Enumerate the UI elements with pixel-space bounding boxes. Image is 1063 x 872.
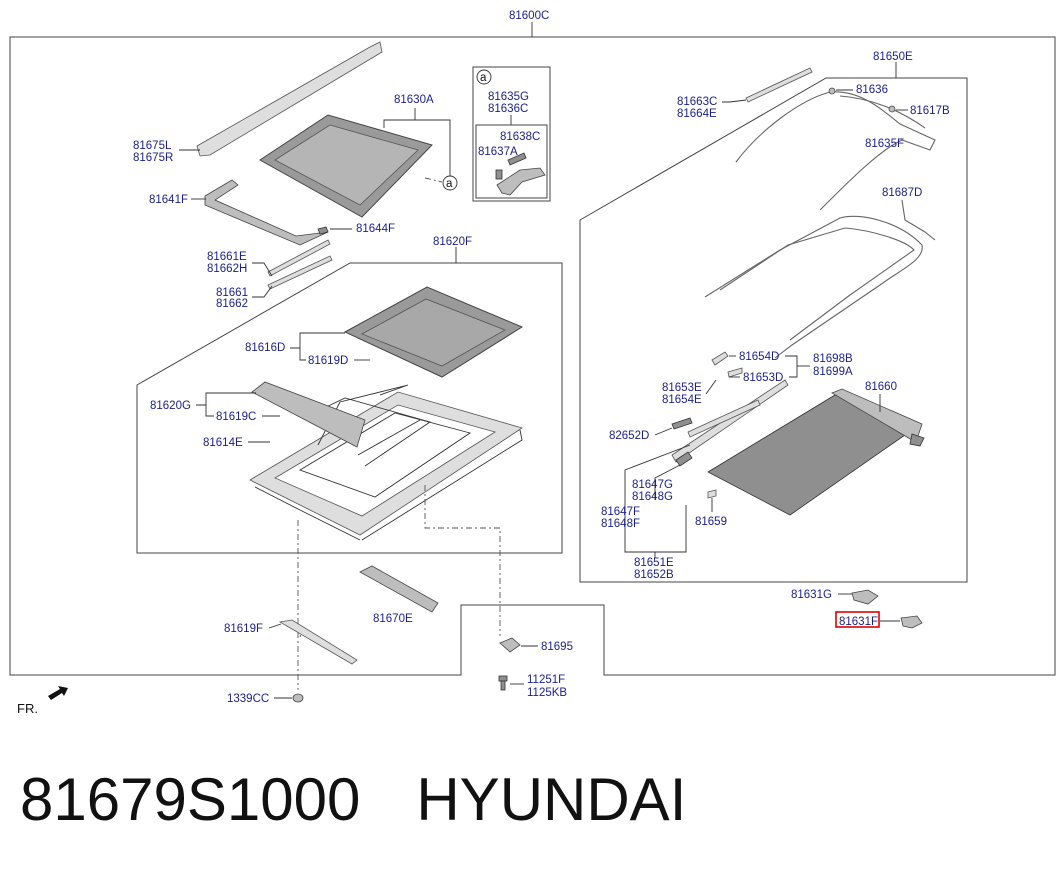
label-81617B[interactable]: 81617B (910, 105, 950, 117)
label-81661[interactable]: 81661 (216, 287, 248, 299)
part-strip-81619F (278, 619, 358, 665)
label-81687D[interactable]: 81687D (882, 187, 922, 199)
label-81614E[interactable]: 81614E (203, 437, 243, 449)
subassembly-frame-81620F (136, 262, 563, 554)
inset-subbox (475, 124, 548, 199)
label-81635G[interactable]: 81635G (488, 91, 529, 103)
label-81647G[interactable]: 81647G (632, 479, 673, 491)
parts-diagram: 81600C 81650E 81620F a 81635G 81636C 816… (9, 10, 1056, 716)
label-11251F[interactable]: 11251F (527, 674, 565, 686)
label-81620F[interactable]: 81620F (433, 236, 472, 248)
label-81652B[interactable]: 81652B (634, 569, 674, 581)
label-1339CC[interactable]: 1339CC (227, 693, 269, 705)
label-81636C[interactable]: 81636C (488, 103, 528, 115)
part-rail-81670E (359, 565, 439, 613)
part-strip-81661 (267, 255, 333, 290)
part-number: 81679S1000 (20, 766, 361, 833)
part-strip-81663C (745, 67, 813, 103)
assembly-frame (9, 36, 1056, 676)
part-strip-81661E (267, 239, 331, 277)
inset-letter-a: a (480, 72, 487, 84)
label-81637A[interactable]: 81637A (478, 146, 518, 158)
front-marker-label: FR. (17, 701, 38, 716)
label-81638C[interactable]: 81638C (500, 131, 540, 143)
inset-box-a (472, 66, 551, 202)
label-81630A[interactable]: 81630A (394, 94, 434, 106)
callout-letter-a: a (446, 178, 453, 190)
label-81650E[interactable]: 81650E (873, 51, 913, 63)
part-drain-hose-81687D (704, 199, 936, 359)
label-81636[interactable]: 81636 (856, 84, 888, 96)
label-81662H[interactable]: 81662H (207, 263, 247, 275)
label-81620G[interactable]: 81620G (150, 400, 191, 412)
label-81619F[interactable]: 81619F (224, 623, 263, 635)
label-81641F[interactable]: 81641F (149, 194, 188, 206)
label-1125KB[interactable]: 1125KB (527, 687, 567, 699)
label-81661E[interactable]: 81661E (207, 251, 247, 263)
label-81647F[interactable]: 81647F (601, 506, 640, 518)
part-bolt-11251F (498, 675, 508, 691)
highlight-box-81631F (835, 611, 880, 628)
part-bracket-81695 (499, 637, 521, 653)
label-81653E[interactable]: 81653E (662, 382, 702, 394)
label-81600C[interactable]: 81600C (509, 10, 549, 22)
label-81644F[interactable]: 81644F (356, 223, 395, 235)
part-cable-81635F (735, 87, 936, 211)
label-81635F[interactable]: 81635F (865, 138, 904, 150)
label-81651E[interactable]: 81651E (634, 557, 674, 569)
label-82652D[interactable]: 82652D (609, 430, 649, 442)
label-81660[interactable]: 81660 (865, 381, 897, 393)
part-clip-1339CC (292, 693, 304, 703)
label-81698B[interactable]: 81698B (813, 353, 853, 365)
label-81670E[interactable]: 81670E (373, 613, 413, 625)
label-81675L[interactable]: 81675L (133, 140, 172, 152)
label-81616D[interactable]: 81616D (245, 342, 285, 354)
part-front-bar-81620G (251, 381, 366, 448)
front-arrow-icon (48, 686, 68, 700)
label-81675R[interactable]: 81675R (133, 152, 173, 164)
label-81654E[interactable]: 81654E (662, 394, 702, 406)
label-81631F[interactable]: 81631F (839, 616, 878, 628)
label-81653D[interactable]: 81653D (743, 372, 783, 384)
label-81664E[interactable]: 81664E (677, 108, 717, 120)
part-motor-81631F (900, 615, 923, 629)
label-81695[interactable]: 81695 (541, 641, 573, 653)
label-81619C[interactable]: 81619C (216, 411, 256, 423)
part-deflector-81641F (204, 179, 329, 246)
brand-name: HYUNDAI (416, 766, 687, 833)
label-81699A[interactable]: 81699A (813, 366, 853, 378)
label-81631G[interactable]: 81631G (791, 589, 832, 601)
part-motor-81631G (851, 589, 879, 605)
part-caption: 81679S1000 HYUNDAI (20, 760, 686, 840)
label-81654D[interactable]: 81654D (739, 351, 779, 363)
label-81659[interactable]: 81659 (695, 516, 727, 528)
part-roof-rail (196, 41, 383, 157)
label-81662[interactable]: 81662 (216, 298, 248, 310)
label-81648G[interactable]: 81648G (632, 491, 673, 503)
inset-bracket-part (495, 152, 546, 196)
subassembly-frame-81650E (579, 77, 968, 583)
label-81619D[interactable]: 81619D (308, 355, 348, 367)
label-81663C[interactable]: 81663C (677, 96, 717, 108)
part-rail-81647G (687, 399, 761, 438)
label-81648F[interactable]: 81648F (601, 518, 640, 530)
